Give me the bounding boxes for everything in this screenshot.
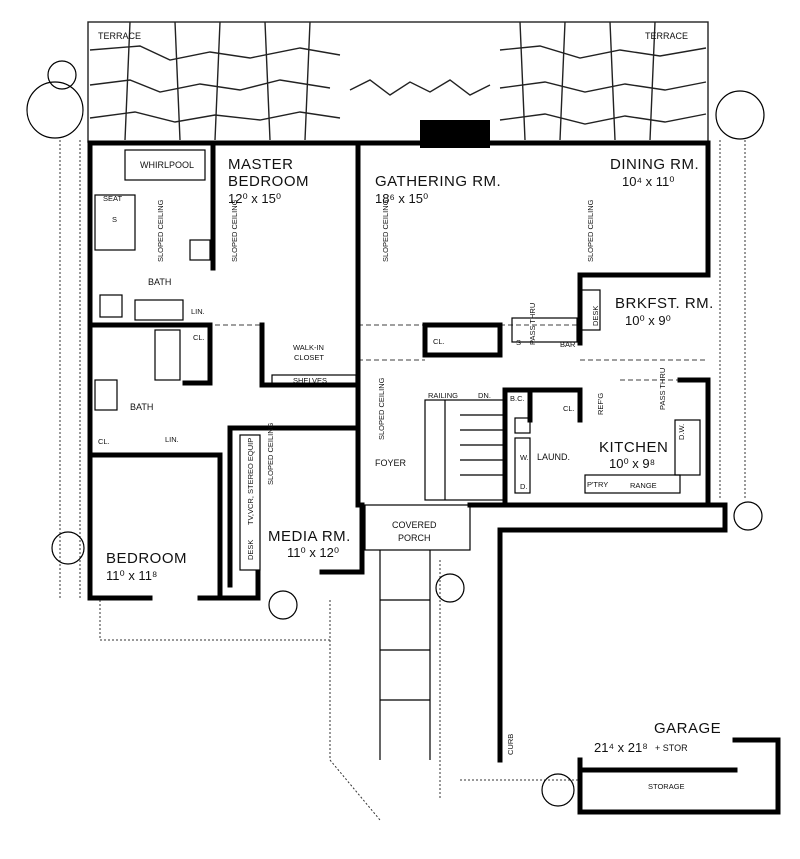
d-label: D. (520, 482, 528, 491)
covered-porch-label-2: PORCH (398, 533, 431, 543)
range-label: RANGE (630, 481, 657, 490)
walk-in-closet-label-2: CLOSET (294, 353, 324, 362)
bath-upper-label: BATH (148, 277, 171, 287)
sloped-ceiling-media: SLOPED CEILING (266, 422, 275, 485)
master-bedroom-dim: 12⁰ x 15⁰ (228, 191, 281, 206)
room-divisions (215, 324, 705, 381)
stereo-equip-label: TV,VCR, STEREO EQUIP (246, 438, 255, 525)
storage-label: STORAGE (648, 782, 685, 791)
garage-label: GARAGE (654, 720, 721, 737)
terrace-stonework (87, 21, 709, 143)
s-bar-label: S (516, 338, 521, 347)
sloped-ceiling-master: SLOPED CEILING (230, 199, 239, 262)
dining-rm-dim: 10⁴ x 11⁰ (622, 174, 674, 189)
ptry-label: P'TRY (587, 480, 608, 489)
pass-thru-kitchen-label: PASS THRU (658, 368, 667, 410)
sloped-ceiling-gathering: SLOPED CEILING (381, 199, 390, 262)
exterior-walls (87, 120, 781, 815)
fixtures (94, 149, 701, 760)
refg-label: REF'G (596, 393, 605, 415)
gathering-rm-label: GATHERING RM. (375, 173, 501, 190)
seat-label: SEAT (103, 194, 122, 203)
terrace-left-label: TERRACE (98, 31, 141, 41)
kitchen-label: KITCHEN (599, 439, 668, 456)
cl-bath-label: CL. (193, 333, 205, 342)
media-rm-label: MEDIA RM. (268, 528, 351, 545)
bc-label: B.C. (510, 394, 525, 403)
brkfst-rm-dim: 10⁰ x 9⁰ (625, 313, 671, 328)
landscape-shrubs (26, 60, 780, 821)
bar-label: BAR (560, 340, 576, 349)
bath-lower-label: BATH (130, 402, 153, 412)
terrace-right-label: TERRACE (645, 31, 688, 41)
master-bedroom-label: MASTER (228, 156, 294, 173)
w-label: W. (520, 453, 529, 462)
sloped-ceiling-bath: SLOPED CEILING (156, 199, 165, 262)
sloped-ceiling-foyer: SLOPED CEILING (377, 377, 386, 440)
lin-upper-label: LIN. (191, 307, 205, 316)
dn-label: DN. (478, 391, 491, 400)
garage-dim: 21⁴ x 21⁸ (594, 740, 648, 755)
cl-lower-label: CL. (98, 437, 110, 446)
pass-thru-label: PASS THRU (528, 303, 537, 345)
desk-brkfst-label: DESK (591, 306, 600, 326)
railing-label: RAILING (428, 391, 458, 400)
cl-kitchen-label: CL. (563, 404, 575, 413)
walk-in-closet-label: WALK-IN (293, 343, 324, 352)
room-labels: TERRACE TERRACE WHIRLPOOL SEAT S MASTER … (98, 31, 721, 791)
gathering-rm-dim: 18⁶ x 15⁰ (375, 191, 428, 206)
dining-rm-label: DINING RM. (610, 156, 699, 173)
foyer-label: FOYER (375, 458, 407, 468)
brkfst-rm-label: BRKFST. RM. (615, 295, 714, 312)
lin-lower-label: LIN. (165, 435, 179, 444)
shower-label: S (112, 215, 117, 224)
desk-media-label: DESK (246, 540, 255, 560)
curb-label: CURB (506, 734, 515, 755)
bedroom-label: BEDROOM (106, 550, 187, 567)
bedroom-dim: 11⁰ x 11⁸ (106, 568, 157, 583)
shelves-label: SHELVES (293, 376, 327, 385)
cl-gathering-label: CL. (433, 337, 445, 346)
kitchen-dim: 10⁰ x 9⁸ (609, 456, 655, 471)
sloped-ceiling-dining: SLOPED CEILING (586, 199, 595, 262)
master-bedroom-label-2: BEDROOM (228, 173, 309, 190)
covered-porch-label: COVERED (392, 520, 437, 530)
dw-label: D.W. (677, 424, 686, 440)
garage-stor-label: + STOR (655, 743, 688, 753)
whirlpool-label: WHIRLPOOL (140, 160, 194, 170)
laund-label: LAUND. (537, 452, 570, 462)
media-rm-dim: 11⁰ x 12⁰ (287, 545, 339, 560)
